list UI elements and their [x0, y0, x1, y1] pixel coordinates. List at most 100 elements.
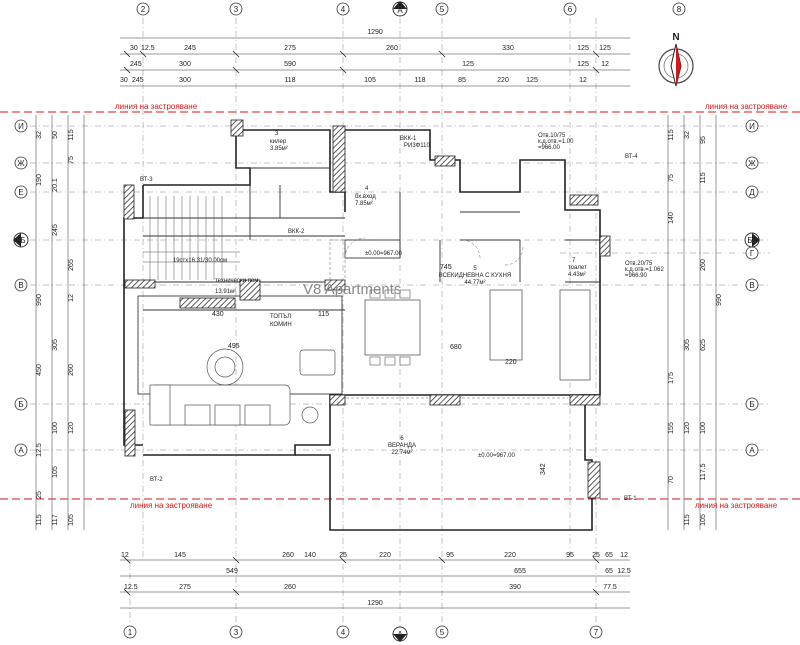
axis-bubbles-left	[14, 119, 28, 457]
axis-label-bottom-2: 3	[234, 628, 239, 637]
dim-745: 745	[440, 264, 452, 271]
dimension-lines	[35, 37, 717, 609]
dim-left-17: 105	[52, 466, 59, 478]
dim-left-20: 117	[52, 514, 59, 525]
inner-walls	[143, 167, 600, 311]
dim-right-2: 32	[684, 131, 691, 139]
veranda-name: ВЕРАНДА	[388, 443, 416, 449]
pantry-area: 3.85м²	[270, 146, 288, 152]
dim-left-1: 32	[36, 131, 43, 139]
dim-left-2: 50	[52, 131, 59, 139]
kitchen-counter	[364, 289, 591, 381]
dim-bottom-4: 140	[304, 552, 316, 559]
section-marker-bottom: А	[392, 626, 408, 642]
axis-label-left-1: И	[18, 122, 24, 131]
pantry-name: килер	[270, 139, 287, 145]
grid-axes-vertical	[129, 18, 597, 630]
level-mark-living: ±0.00=967.00	[365, 251, 402, 257]
dim-top-20: 118	[414, 77, 425, 84]
living-room-name: ВСЕКИДНЕВНА С КУХНЯ	[439, 273, 511, 279]
watermark: V8 Apartments	[303, 281, 401, 298]
dim-top-1: 30	[130, 45, 138, 52]
dim-top-15: 30	[120, 77, 128, 84]
dim-right-4: 75	[668, 174, 675, 182]
dim-342: 342	[540, 463, 547, 475]
dim-bottom-20: 390	[509, 584, 521, 591]
axis-label-right-2: Ж	[748, 159, 756, 168]
dining-chairs	[369, 289, 411, 366]
dim-left-12: 260	[68, 364, 75, 376]
dim-top-12: 125	[462, 61, 474, 68]
coffee-table	[206, 348, 336, 424]
dim-top-8: 125	[599, 45, 611, 52]
dim-left-5: 20.1	[52, 178, 59, 192]
dim-left-9: 990	[36, 294, 43, 306]
axis-bubbles-bottom	[123, 625, 603, 639]
dim-495: 495	[228, 343, 240, 350]
axis-label-right-1: И	[749, 122, 755, 131]
axis-label-left-8: А	[18, 446, 24, 455]
dim-left-19: 115	[36, 514, 43, 525]
dim-680: 680	[450, 344, 462, 351]
axis-label-bottom-1: 1	[128, 628, 133, 637]
vt4-label: ВТ-4	[625, 154, 638, 160]
dim-top-14: 12	[601, 61, 609, 68]
dim-bottom-8: 220	[504, 552, 516, 559]
dim-top-19: 105	[364, 77, 376, 84]
dim-right-5: 115	[700, 172, 707, 183]
sill-note-2: к.д.отв.=1.00	[538, 139, 574, 145]
dim-left-4: 190	[36, 174, 43, 186]
dim-top-4: 275	[284, 45, 296, 52]
vt1-label: ВТ-1	[624, 496, 637, 502]
vt3-label: ВТ-3	[140, 177, 153, 183]
dim-left-18: 25	[36, 491, 43, 499]
dim-top-6: 330	[502, 45, 514, 52]
living-room-number: 5	[473, 266, 477, 272]
dim-top-22: 220	[497, 77, 509, 84]
sill-note-6: =966.90	[625, 273, 648, 279]
dim-top-17: 300	[179, 77, 191, 84]
dim-right-7: 260	[700, 259, 707, 271]
sill-note-4: Отв.20/75	[625, 261, 653, 267]
dim-bottom-21: 77.5	[603, 584, 617, 591]
dim-right-9: 305	[684, 339, 691, 351]
vt2-label: ВТ-2	[150, 477, 163, 483]
fireplace-label-2: КОМИН	[270, 322, 292, 328]
bath-number: 4	[365, 186, 369, 192]
dim-top-21: 85	[458, 77, 466, 84]
dim-bottom-3: 260	[282, 552, 294, 559]
dim-right-15: 117.5	[700, 463, 707, 480]
vkk1-sub: РИ3Ф110	[404, 143, 430, 149]
dim-right-16: 70	[668, 476, 675, 484]
fireplace-label-1: ТОПЪЛ	[270, 314, 291, 320]
building-line-label-top-right: линия на застрояване	[705, 102, 788, 111]
tech-room-name: технически пом.	[215, 278, 260, 284]
stair	[143, 196, 240, 280]
axis-label-bottom-3: 4	[341, 628, 346, 637]
dim-bottom-total: 1290	[367, 600, 383, 607]
dim-right-6: 140	[668, 212, 675, 224]
dim-right-14: 100	[700, 422, 707, 434]
outer-walls	[123, 129, 601, 531]
dim-220: 220	[505, 359, 517, 366]
dim-top-3: 245	[184, 45, 196, 52]
sofa	[149, 384, 291, 426]
section-label-left: Б	[20, 236, 25, 245]
dim-left-15: 100	[52, 422, 59, 434]
dim-top-13: 125	[577, 61, 589, 68]
section-marker-top: А	[392, 1, 408, 17]
dim-right-3: 95	[700, 136, 707, 144]
dim-left-3: 115	[68, 129, 75, 140]
sill-note-1: Отв.10/75	[538, 133, 566, 139]
dim-bottom-19: 260	[284, 584, 296, 591]
section-label-top: А	[397, 6, 403, 15]
dim-right-10: 625	[700, 339, 707, 351]
dim-right-18: 105	[700, 514, 707, 526]
dim-top-9: 245	[130, 61, 142, 68]
axis-label-top-1: 2	[141, 5, 146, 14]
dim-top-23: 125	[526, 77, 538, 84]
dim-right-1: 115	[668, 129, 675, 140]
building-line-label-top-left: линия на застрояване	[115, 102, 198, 111]
veranda-number: 6	[400, 436, 404, 442]
dim-right-17: 115	[684, 514, 691, 525]
